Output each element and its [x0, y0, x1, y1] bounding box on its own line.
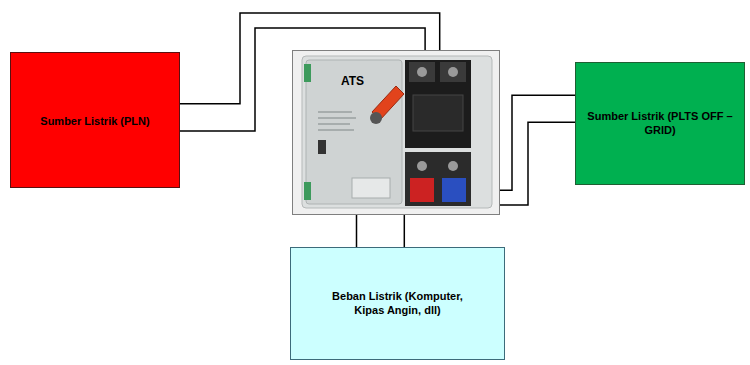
- ats-body: [302, 56, 492, 208]
- terminal-screw: [448, 161, 458, 171]
- node-label: Sumber Listrik (PLN): [40, 114, 149, 129]
- load-box: Beban Listrik (Komputer, Kipas Angin, dl…: [290, 247, 505, 360]
- text-group: Sumber Listrik (PLN): [40, 111, 149, 129]
- panel-print: [318, 111, 352, 113]
- blue-terminal: [442, 178, 466, 202]
- terminal-screw: [417, 67, 427, 77]
- power-wire: [500, 122, 575, 205]
- ats-box: ATS: [292, 50, 500, 215]
- red-terminal: [410, 178, 434, 202]
- ats-control-module: [306, 60, 402, 204]
- source-box: Sumber Listrik (PLN): [10, 52, 180, 188]
- power-wire: [500, 95, 575, 190]
- power-wire: [404, 215, 406, 247]
- green-terminal: [304, 64, 311, 82]
- panel-print: [318, 123, 350, 125]
- ats-panel: [292, 50, 500, 215]
- panel-print: [318, 129, 354, 131]
- switch-slot: [318, 140, 326, 154]
- handle-pivot: [370, 112, 382, 124]
- node-label: Sumber Listrik (PLTS OFF – GRID): [586, 109, 734, 139]
- power-wire: [356, 215, 358, 247]
- panel-print: [318, 117, 356, 119]
- terminal-screw: [417, 161, 427, 171]
- text-group: Beban Listrik (Komputer, Kipas Angin, dl…: [328, 289, 468, 319]
- source-box: Sumber Listrik (PLTS OFF – GRID): [575, 62, 745, 185]
- breaker-terminal: [409, 62, 435, 82]
- breaker-block: [405, 152, 471, 206]
- breaker-face: [413, 95, 463, 131]
- green-terminal: [304, 182, 311, 200]
- logo-plate: [352, 178, 390, 198]
- power-wire: [180, 28, 425, 131]
- text-group: ATS: [341, 71, 499, 89]
- node-label: Beban Listrik (Komputer, Kipas Angin, dl…: [328, 289, 468, 319]
- terminal-screw: [448, 67, 458, 77]
- node-label: ATS: [341, 73, 364, 89]
- breaker-terminal: [440, 62, 466, 82]
- breaker-block: [405, 60, 471, 148]
- power-wire: [180, 13, 440, 104]
- text-group: Sumber Listrik (PLTS OFF – GRID): [586, 109, 734, 139]
